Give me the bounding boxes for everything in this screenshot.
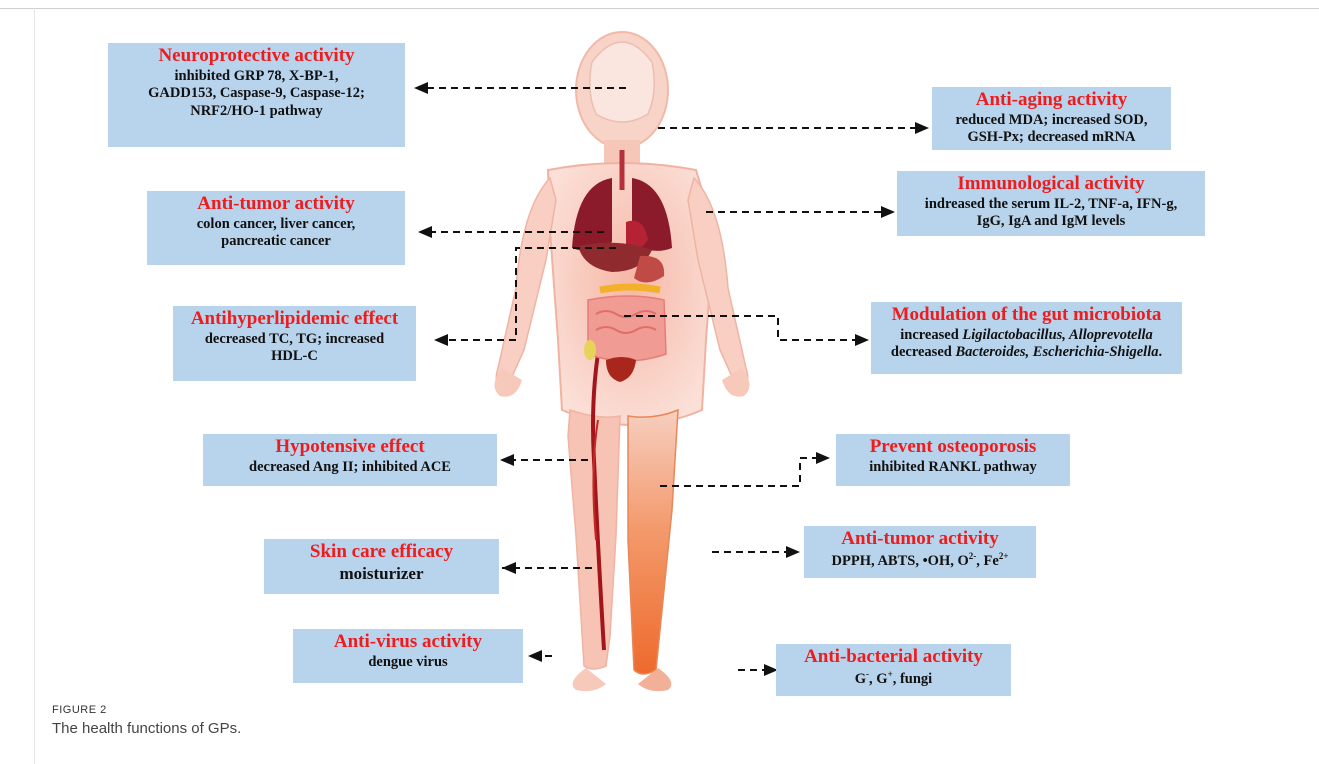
figure-caption: The health functions of GPs. (52, 720, 241, 737)
arrowhead-hypo (500, 454, 514, 466)
tumor2-text: DPPH, ABTS, •OH, O (832, 553, 969, 569)
left-foot (573, 668, 606, 691)
arrowhead-lipid (434, 334, 448, 346)
box-title: Skin care efficacy (268, 541, 495, 564)
left-arm (496, 178, 556, 390)
box-title: Hypotensive effect (207, 436, 493, 459)
box-title: Anti-tumor activity (151, 193, 401, 216)
box-title: Modulation of the gut microbiota (875, 304, 1178, 327)
box-line: G-, G+, fungi (780, 669, 1007, 689)
box-line: dengue virus (297, 654, 519, 672)
box-line: reduced MDA; increased SOD, (936, 112, 1167, 130)
box-line: DPPH, ABTS, •OH, O2-, Fe2+ (808, 551, 1032, 571)
box-title: Anti-aging activity (936, 89, 1167, 112)
kidney (584, 340, 596, 360)
box-line: decreased Bacteroides, Escherichia-Shige… (875, 344, 1178, 362)
box-line: colon cancer, liver cancer, (151, 216, 401, 234)
box-title: Anti-tumor activity (808, 528, 1032, 551)
box-line: inhibited GRP 78, X-BP-1, (112, 68, 401, 86)
gut-decreased-taxa: Bacteroides, Escherichia-Shigella (955, 344, 1158, 360)
box-anti-tumor-1: Anti-tumor activity colon cancer, liver … (147, 191, 405, 265)
box-neuroprotective: Neuroprotective activity inhibited GRP 7… (108, 43, 405, 147)
tumor2-sup-2: 2+ (999, 551, 1009, 561)
box-gut-microbiota: Modulation of the gut microbiota increas… (871, 302, 1182, 374)
box-line: inhibited RANKL pathway (840, 459, 1066, 477)
box-anti-bacterial: Anti-bacterial activity G-, G+, fungi (776, 644, 1011, 696)
arrowhead-virus (528, 650, 542, 662)
box-line: IgG, IgA and IgM levels (901, 213, 1201, 231)
arrowhead-neuro (414, 82, 428, 94)
box-title: Anti-bacterial activity (780, 646, 1007, 669)
box-title: Neuroprotective activity (112, 45, 401, 68)
box-line: NRF2/HO-1 pathway (112, 103, 401, 121)
gut-increased-taxa: Ligilactobacillus, Alloprevotella (962, 327, 1152, 343)
box-immunological: Immunological activity indreased the ser… (897, 171, 1205, 236)
gut-increased-prefix: increased (900, 327, 962, 343)
arrowhead-aging (915, 122, 929, 134)
box-line: GSH-Px; decreased mRNA (936, 129, 1167, 147)
figure-label: FIGURE 2 (52, 704, 107, 716)
arrowhead-osteo (816, 452, 830, 464)
arrowhead-skin (502, 562, 516, 574)
bact-text-c: , fungi (893, 671, 933, 687)
box-title: Prevent osteoporosis (840, 436, 1066, 459)
box-title: Immunological activity (901, 173, 1201, 196)
box-skin-care: Skin care efficacy moisturizer (264, 539, 499, 594)
box-osteoporosis: Prevent osteoporosis inhibited RANKL pat… (836, 434, 1070, 486)
box-line: decreased Ang II; inhibited ACE (207, 459, 493, 477)
box-anti-tumor-2: Anti-tumor activity DPPH, ABTS, •OH, O2-… (804, 526, 1036, 578)
box-line: HDL-C (177, 348, 412, 366)
arrowhead-tumor1 (418, 226, 432, 238)
gut-decreased-suffix: . (1158, 344, 1162, 360)
box-line: moisturizer (268, 564, 495, 585)
arrowhead-tumor2 (786, 546, 800, 558)
box-antihyperlipidemic: Antihyperlipidemic effect decreased TC, … (173, 306, 416, 381)
box-line: GADD153, Caspase-9, Caspase-12; (112, 85, 401, 103)
box-line: pancreatic cancer (151, 233, 401, 251)
box-title: Anti-virus activity (297, 631, 519, 654)
box-anti-aging: Anti-aging activity reduced MDA; increas… (932, 87, 1171, 150)
box-title: Antihyperlipidemic effect (177, 308, 412, 331)
arrowhead-immuno (881, 206, 895, 218)
gut-decreased-prefix: decreased (891, 344, 956, 360)
box-anti-virus: Anti-virus activity dengue virus (293, 629, 523, 683)
bact-text-a: G (855, 671, 866, 687)
box-line: decreased TC, TG; increased (177, 331, 412, 349)
right-leg (628, 410, 678, 674)
arrowhead-gut (855, 334, 869, 346)
tumor2-text-mid: , Fe (976, 553, 999, 569)
skull-outline (590, 42, 655, 122)
box-line: indreased the serum IL-2, TNF-a, IFN-g, (901, 196, 1201, 214)
pancreas (600, 287, 660, 290)
bact-text-b: , G (869, 671, 888, 687)
connector-osteo (660, 458, 822, 486)
box-line: increased Ligilactobacillus, Alloprevote… (875, 327, 1178, 345)
box-hypotensive: Hypotensive effect decreased Ang II; inh… (203, 434, 497, 486)
